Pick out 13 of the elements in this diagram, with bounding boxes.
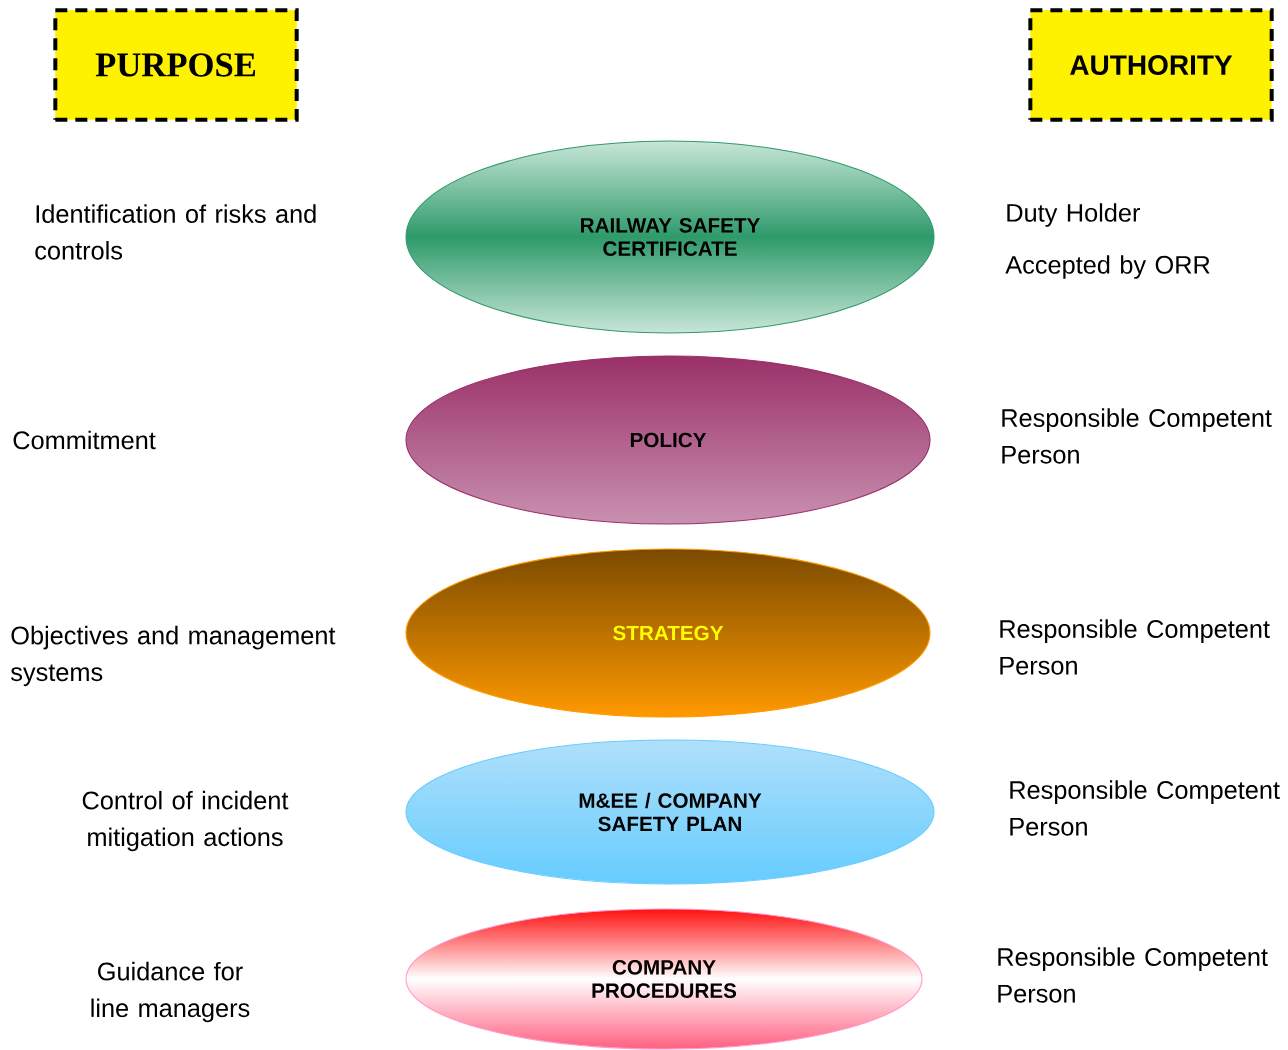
side-note: Responsible Competent Person bbox=[1002, 408, 1272, 464]
side-note: Identification of risks and controls bbox=[35, 204, 316, 260]
side-note: Duty Holder bbox=[1007, 203, 1140, 227]
side-note: Commitment bbox=[13, 430, 156, 450]
side-note: Accepted by ORR bbox=[1005, 255, 1210, 279]
side-note: Responsible Competent Person bbox=[1000, 619, 1270, 675]
title-box: AUTHORITY bbox=[1028, 8, 1274, 122]
side-note: Responsible Competent Person bbox=[998, 947, 1268, 1003]
side-note: Responsible Competent Person bbox=[1010, 780, 1280, 836]
title-box: PURPOSE bbox=[53, 8, 299, 122]
side-note: Control of incident mitigation actions bbox=[82, 790, 289, 852]
side-note: Objectives and management systems bbox=[11, 625, 336, 687]
side-note: Guidance for line managers bbox=[91, 961, 250, 1023]
